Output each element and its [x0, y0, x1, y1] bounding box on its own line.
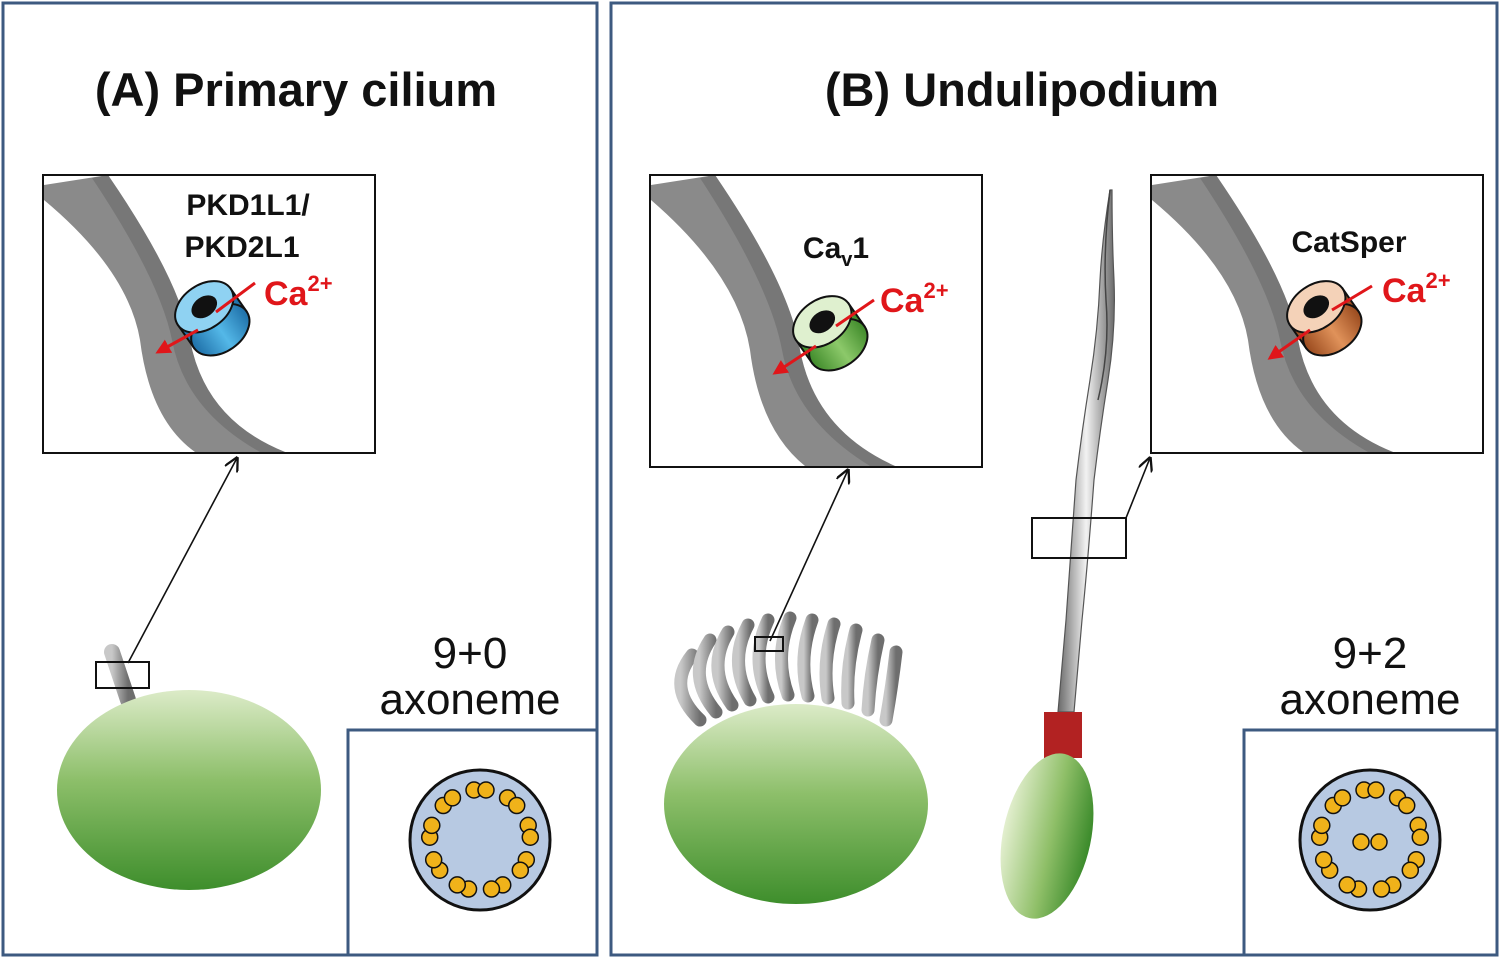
inset-box-cav1: Cav1 Ca2+ [649, 174, 983, 468]
sperm-icon [1000, 189, 1115, 919]
axoneme-word-b: axoneme [1279, 675, 1460, 724]
panel-b: (B) Undulipodium Cav1 Ca2+ CatSper [609, 1, 1499, 957]
zoom-box-b1 [754, 636, 784, 652]
microtubule-doublet [423, 816, 441, 835]
axoneme-cross-section-icon [1242, 728, 1499, 957]
microtubule-doublet [1333, 789, 1352, 807]
axoneme-count-a: 9+0 [433, 629, 508, 678]
motile-cilium [841, 623, 863, 710]
microtubule-doublet [1401, 861, 1420, 879]
motile-cilium [774, 611, 797, 702]
motile-cilium [879, 645, 903, 727]
central-microtubule [1370, 833, 1388, 851]
central-microtubule [1352, 833, 1370, 851]
multiciliated-cell [664, 611, 928, 904]
motile-cilium [861, 633, 885, 717]
ion-label-b2: Ca2+ [1382, 268, 1451, 310]
microtubule-doublet [443, 789, 462, 807]
axoneme-count-b: 9+2 [1333, 629, 1408, 678]
axoneme-cross-section-icon [346, 728, 599, 957]
microtubule-doublet [1411, 828, 1430, 846]
channel2-label: CatSper [1291, 226, 1406, 259]
microtubule-doublet [1372, 880, 1391, 898]
axoneme-word-a: axoneme [379, 675, 560, 724]
microtubule-doublet [1314, 851, 1333, 869]
ion-label-a: Ca2+ [264, 271, 333, 313]
primary-cilium [104, 644, 136, 708]
motile-cilium [711, 625, 739, 712]
cell-body-icon [57, 690, 321, 890]
channel1-label: Cav1 [803, 232, 869, 271]
microtubule-doublet [1397, 796, 1416, 815]
microtubule-doublet [477, 781, 495, 799]
zoom-box-a [95, 661, 150, 689]
ion-channel-icon [174, 280, 251, 357]
channel-label-line2: PKD2L1 [184, 231, 299, 264]
inset-box-pkd: PKD1L1/ PKD2L1 Ca2+ [42, 174, 376, 454]
channel-label-line1: PKD1L1/ [186, 189, 310, 222]
cell-body-icon [664, 704, 928, 904]
motile-cilium [819, 617, 841, 705]
motile-cilium [674, 648, 707, 727]
microtubule-doublet [448, 876, 467, 894]
microtubule-doublet [507, 796, 526, 815]
motile-cilium [797, 613, 819, 703]
microtubule-doublet [521, 828, 540, 846]
ion-label-b1: Ca2+ [880, 278, 949, 320]
panel-a-title: (A) Primary cilium [95, 63, 497, 116]
microtubule-doublet [1367, 781, 1385, 799]
motile-cilium [692, 633, 723, 719]
motile-cilium [732, 618, 757, 707]
microtubule-doublet [424, 851, 443, 869]
microtubule-doublet [1313, 816, 1331, 835]
zoom-box-b2 [1031, 517, 1127, 559]
panel-b-title: (B) Undulipodium [825, 63, 1219, 116]
panel-a: (A) Primary cilium PKD1L1/ PKD2L1 Ca2+ [1, 1, 599, 957]
microtubule-doublet [482, 880, 501, 898]
motile-cilium [752, 613, 775, 704]
inset-box-catsper: CatSper Ca2+ [1150, 174, 1484, 454]
microtubule-doublet [511, 861, 530, 879]
microtubule-doublet [1338, 876, 1357, 894]
